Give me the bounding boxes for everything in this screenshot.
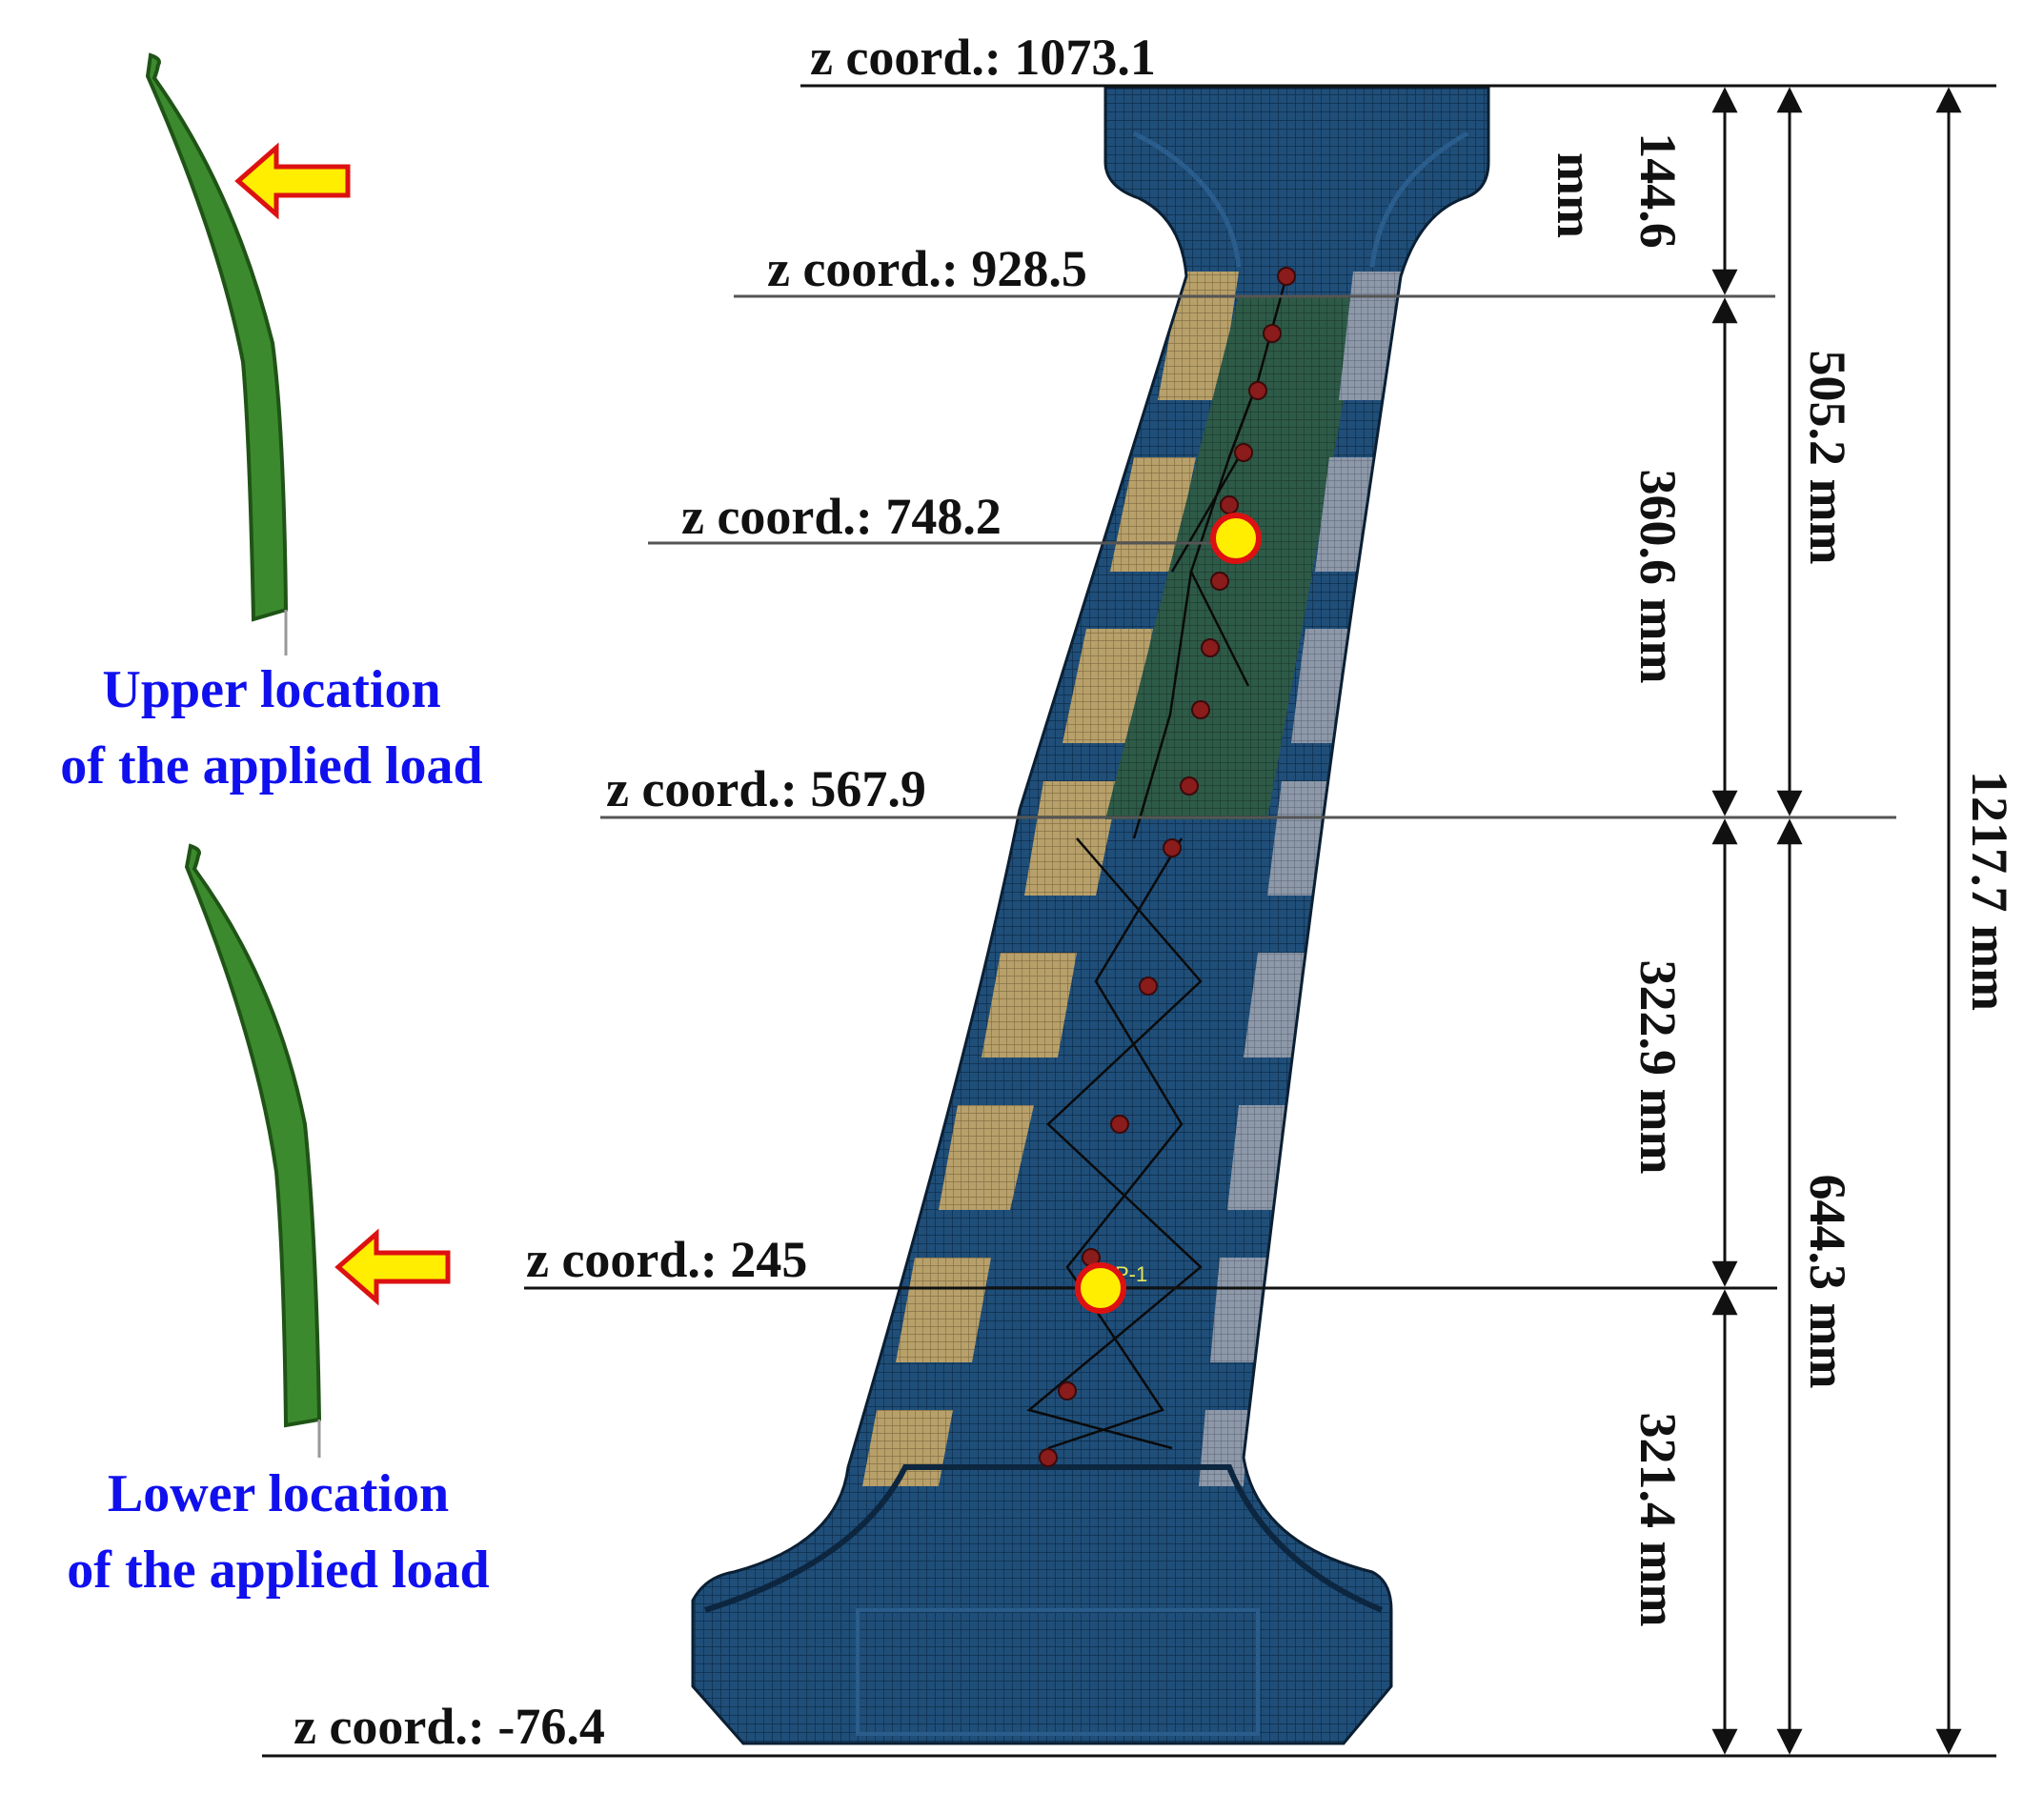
load-arrow-icon: [334, 1228, 451, 1306]
fe-mesh-blade: P-1: [691, 86, 1490, 1745]
upper-blade-shape: [145, 52, 289, 622]
z-coord-label-748: z coord.: 748.2: [681, 488, 1002, 545]
z-coord-label-1073: z coord.: 1073.1: [810, 29, 1156, 86]
dim-label-505: 505.2 mm: [1799, 351, 1856, 565]
lower-blade-thumbnail: [184, 843, 451, 1458]
load-point-lower: [1075, 1262, 1126, 1314]
dim-label-144: 144.6: [1629, 132, 1687, 249]
upper-caption-line2: of the applied load: [60, 736, 482, 796]
upper-caption-line1: Upper location: [102, 660, 440, 719]
lower-caption-line1: Lower location: [108, 1464, 449, 1523]
tan-laminate-strips: [862, 272, 1239, 1486]
dim-label-644: 644.3 mm: [1799, 1175, 1856, 1389]
dim-label-1217: 1217.7 mm: [1961, 771, 2018, 1011]
dimension-arrows: [1711, 87, 1962, 1755]
load-points: [1075, 513, 1262, 1314]
sensor-dots: [1039, 267, 1296, 1467]
dim-label-321: 321.4 mm: [1629, 1413, 1687, 1627]
lower-blade-shape: [184, 843, 322, 1428]
upper-blade-thumbnail: [145, 52, 351, 655]
lower-caption-line2: of the applied load: [67, 1541, 489, 1600]
load-point-upper: [1210, 513, 1262, 564]
z-coord-label-567: z coord.: 567.9: [606, 760, 926, 817]
z-coord-label-245: z coord.: 245: [526, 1231, 807, 1288]
sensor-bracing-lines: [1026, 275, 1288, 1450]
dim-label-360: 360.6 mm: [1629, 470, 1687, 684]
dim-label-322: 322.9 mm: [1629, 960, 1687, 1175]
load-arrow-icon: [234, 142, 351, 220]
dim-label-144-unit: mm: [1547, 152, 1604, 238]
z-coord-label-minus76: z coord.: -76.4: [293, 1698, 605, 1755]
z-reference-lines: [262, 84, 1996, 1758]
z-coord-label-928: z coord.: 928.5: [767, 240, 1087, 297]
